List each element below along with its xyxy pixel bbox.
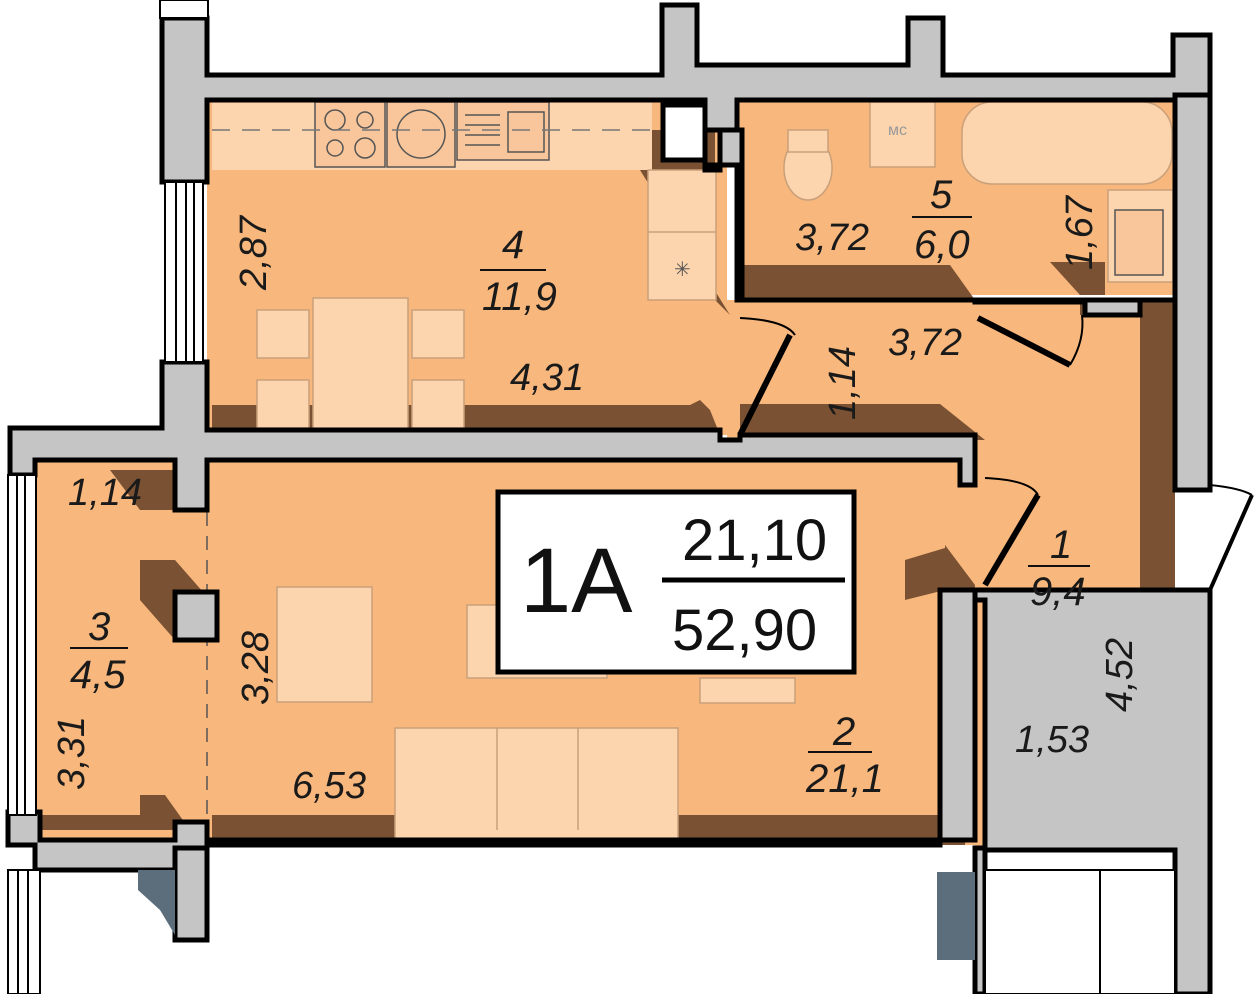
- dim-kitchen-height: 2,87: [233, 214, 275, 291]
- dim-balcony-height: 3,31: [51, 716, 93, 790]
- window-shading: [138, 870, 975, 960]
- doors: [737, 314, 1254, 591]
- washing-machine: [869, 101, 936, 168]
- dim-hall-width: 3,72: [888, 322, 962, 364]
- window-balcony: [7, 474, 37, 816]
- chair: [256, 309, 310, 359]
- windows: [7, 0, 1176, 994]
- sink: [386, 101, 456, 168]
- apartment-label: 1А 21,10 52,90: [495, 489, 857, 675]
- window-bottom-right: [984, 869, 1176, 994]
- sofa: [394, 727, 679, 844]
- fridge: [647, 169, 717, 301]
- kitchen-door: [737, 333, 793, 437]
- toilet-tank: [787, 129, 829, 153]
- dim-kitchen-door: 1,14: [822, 346, 864, 420]
- dim-closet-width: 1,53: [1015, 719, 1089, 761]
- room-4-area: 11,9: [482, 275, 557, 319]
- armchair: [276, 586, 373, 703]
- window-bottom-left: [7, 869, 41, 994]
- burner-icon: [354, 137, 376, 159]
- dim-hall-height: 4,52: [1099, 638, 1141, 712]
- vent-shaft: [660, 102, 708, 163]
- burner-icon: [356, 111, 374, 129]
- walls: [5, 2, 1213, 994]
- dim-kitchen-width: 4,31: [510, 357, 584, 399]
- room-2-number: 2: [832, 710, 855, 754]
- window-top: [159, 0, 209, 19]
- room-2-area: 21,1: [805, 757, 884, 801]
- chair: [411, 379, 465, 429]
- dim-balcony-top: 1,14: [68, 472, 142, 514]
- living-door: [982, 493, 1041, 587]
- room-5-area: 6,0: [914, 223, 970, 267]
- total-area: 52,90: [672, 598, 817, 663]
- room-3-area: 4,5: [70, 653, 126, 697]
- room-3-number: 3: [88, 605, 110, 649]
- washing-machine-icon: мс: [888, 122, 907, 139]
- dim-living-width: 6,53: [292, 765, 366, 807]
- room-1-area: 9,4: [1030, 570, 1086, 614]
- bathroom-door: [976, 315, 1072, 368]
- chair: [411, 309, 465, 359]
- chair: [256, 379, 310, 429]
- balcony-floor: [35, 460, 207, 845]
- sink-bowl-icon: [396, 109, 446, 159]
- window-kitchen: [164, 181, 204, 363]
- fridge-mark-icon: ✳: [674, 257, 691, 281]
- room-labels: 4 11,9 5 6,0 1 9,4 2 21,1 3 4,5: [70, 173, 1090, 801]
- dining-table: [312, 297, 409, 439]
- room-4-number: 4: [502, 223, 524, 267]
- ottoman: [699, 677, 796, 704]
- dim-living-height: 3,28: [235, 631, 277, 705]
- pillar: [172, 589, 220, 643]
- dim-bath-height: 1,67: [1059, 194, 1101, 270]
- bath-sink-bowl: [1114, 209, 1164, 276]
- bathtub: [961, 101, 1173, 185]
- burner-icon: [326, 139, 344, 157]
- room-5-number: 5: [930, 173, 953, 217]
- room-1-number: 1: [1050, 523, 1072, 567]
- stove: [314, 101, 386, 168]
- dimension-labels: 2,87 4,31 3,72 1,67 3,72 1,14 1,14 3,31 …: [51, 194, 1141, 807]
- dim-bath-width: 3,72: [795, 217, 869, 259]
- living-area: 21,10: [682, 508, 827, 573]
- entrance-door: [1208, 494, 1254, 591]
- apartment-type: 1А: [520, 530, 633, 632]
